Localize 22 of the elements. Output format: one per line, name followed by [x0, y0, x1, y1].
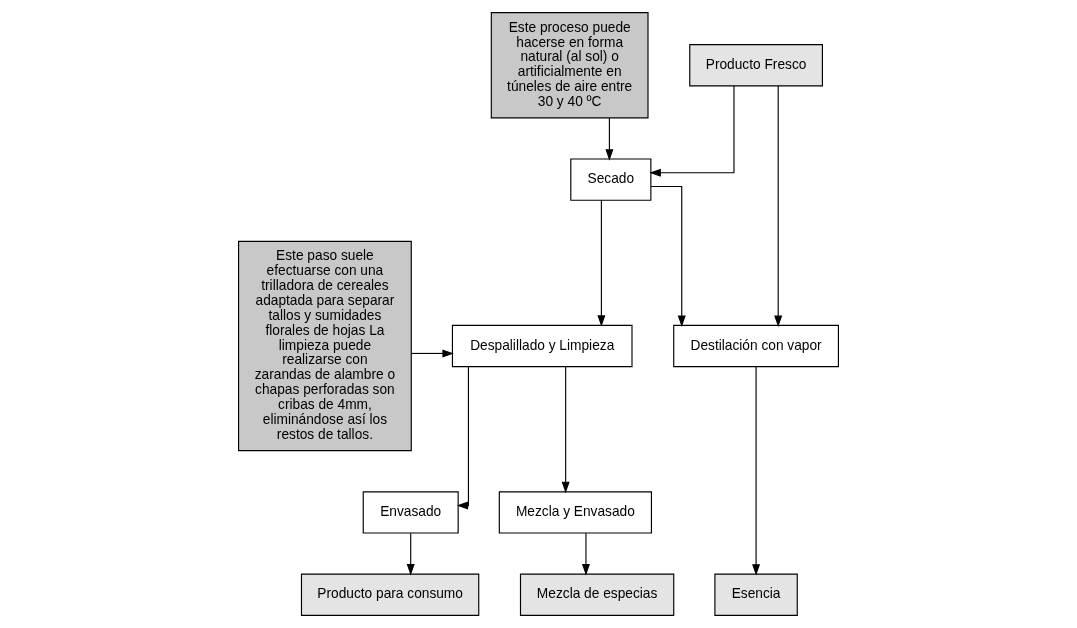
arrow — [410, 349, 454, 358]
node-box: Producto para consumo — [300, 573, 480, 616]
arrow — [581, 532, 590, 576]
node-box: Este proceso puede hacerse en forma natural (al sol) o artificialmente en túneles de aire entre 30 y 40 ºC — [490, 12, 649, 119]
node-box: Destilación con vapor — [673, 324, 839, 368]
node-box: Despalillado y Limpieza — [451, 324, 633, 368]
node-box: Mezcla de especias — [519, 573, 675, 616]
arrow — [561, 366, 570, 494]
node-box: Esencia — [714, 573, 798, 616]
arrow — [406, 532, 415, 576]
node-box: Este paso suele efectuarse con una trilladora de cereales adaptada para separar tallos y sumidades florales de hojas La limpieza puede realizarse con zarandas de alambre o chapas perforadas son cribas de 4mm, eliminándose así los restos de tallos. — [238, 240, 412, 452]
arrow — [456, 366, 469, 510]
arrow — [605, 117, 614, 161]
node-box: Producto Fresco — [689, 44, 823, 87]
node-box: Secado — [570, 158, 652, 201]
node-box: Envasado — [362, 491, 459, 534]
arrow — [774, 85, 783, 328]
arrow — [597, 199, 606, 327]
node-box: Mezcla y Envasado — [498, 491, 652, 534]
arrow — [649, 85, 735, 177]
arrow — [650, 185, 686, 327]
arrow — [752, 366, 761, 576]
